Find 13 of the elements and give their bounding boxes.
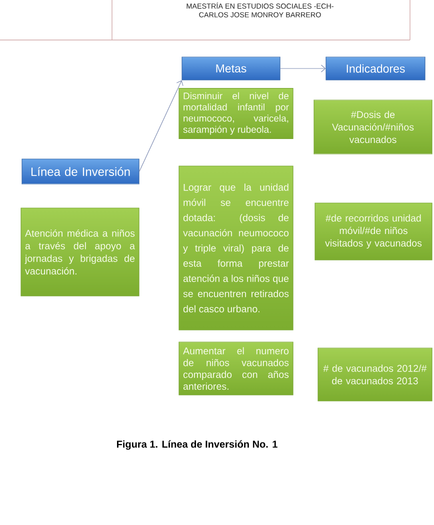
heading-box: Metas bbox=[182, 56, 280, 80]
arrow bbox=[139, 80, 184, 172]
text-box: Aumentar el numero de niños vacunados comparado con años anteriores. bbox=[178, 342, 294, 396]
arrow bbox=[280, 64, 326, 72]
heading-box: Indicadores bbox=[326, 56, 426, 80]
text-box: # de vacunados 2012/# de vacunados 2013 bbox=[318, 348, 432, 402]
text-box: #Dosis de Vacunación/#niños vacunados bbox=[314, 100, 432, 154]
text-box: Atención médica a niños a través del apoyo a jornadas y brigadas de vacunación. bbox=[20, 208, 140, 296]
text-box: Disminuir el nivel de mortalidad infantil por neumococo, varicela, sarampión y rubeola. bbox=[178, 88, 294, 140]
figure-caption: Figura 1. Línea de Inversión No. 1 bbox=[117, 440, 278, 450]
heading-box: Línea de Inversión bbox=[22, 158, 140, 184]
text-box: #de recorridos unidad móvil/#de niños visitados y vacunados bbox=[314, 202, 432, 260]
text-box: Lograr que la unidad móvil se encuentre dotada: (dosis de vacunación neumococo y triple viral) para de esta forma prestar atención a los niños que se encuentren retirados del casco urbano. bbox=[178, 166, 294, 330]
